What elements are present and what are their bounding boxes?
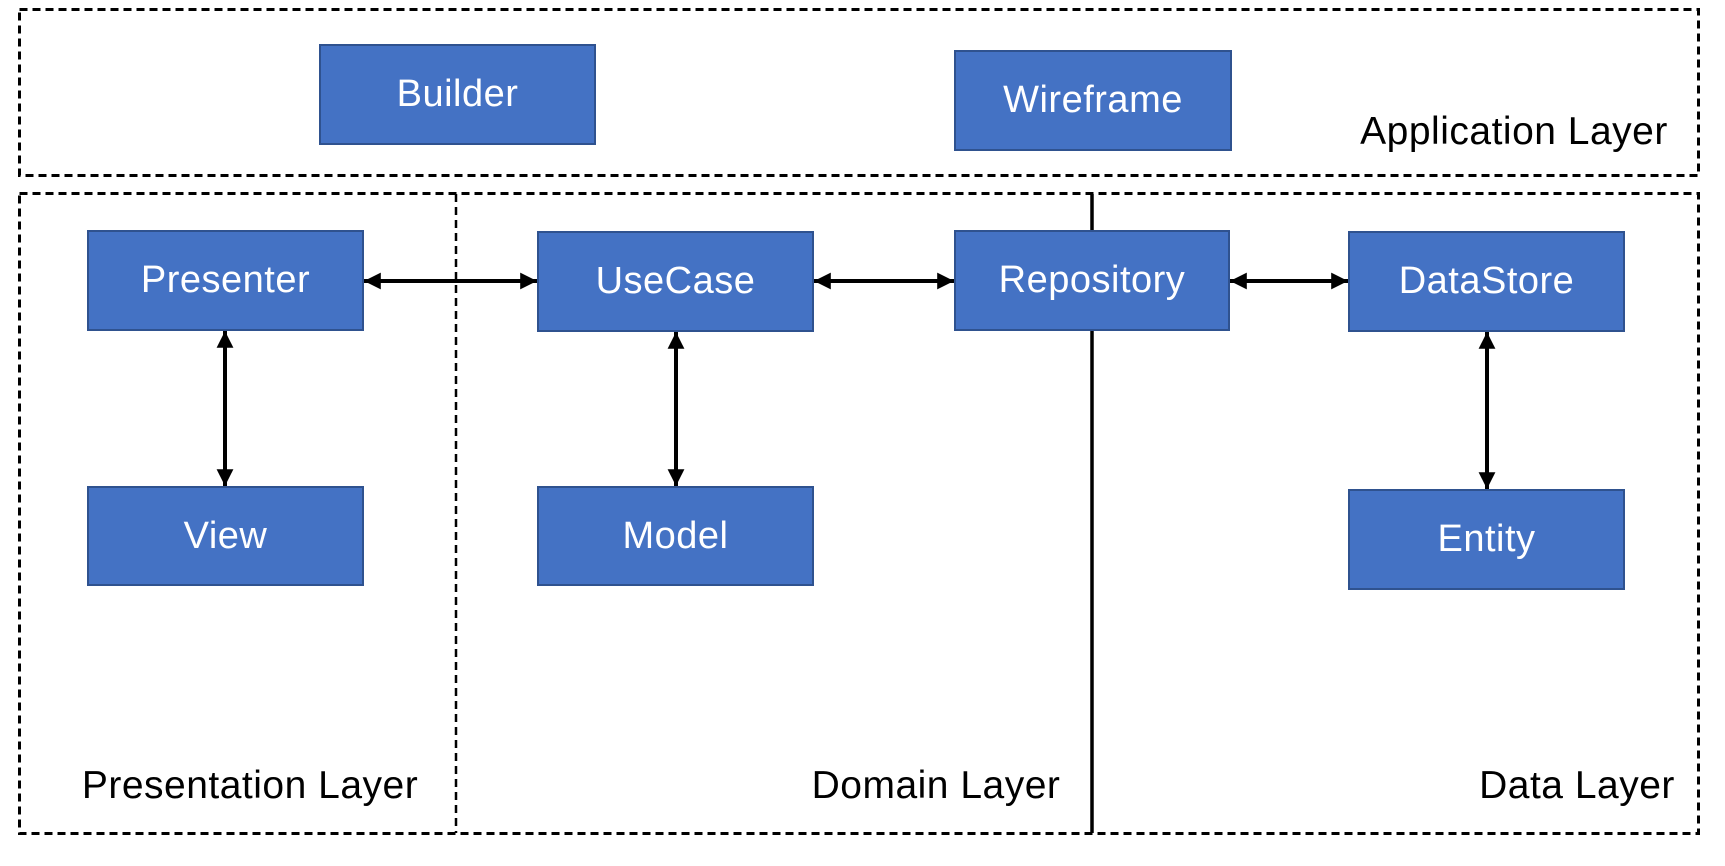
node-presenter: Presenter xyxy=(87,230,364,331)
node-datastore: DataStore xyxy=(1348,231,1625,332)
node-usecase: UseCase xyxy=(537,231,814,332)
application-layer-label: Application Layer xyxy=(1360,110,1668,153)
node-repository: Repository xyxy=(954,230,1230,331)
domain-layer-label: Domain Layer xyxy=(811,764,1061,807)
node-entity: Entity xyxy=(1348,489,1625,590)
node-view: View xyxy=(87,486,364,586)
node-model: Model xyxy=(537,486,814,586)
application-layer-box xyxy=(18,8,1700,177)
node-builder: Builder xyxy=(319,44,596,145)
presentation-layer-label: Presentation Layer xyxy=(81,764,419,807)
node-wireframe: Wireframe xyxy=(954,50,1232,151)
data-layer-label: Data Layer xyxy=(1479,764,1675,807)
lower-layers-box xyxy=(18,192,1700,835)
